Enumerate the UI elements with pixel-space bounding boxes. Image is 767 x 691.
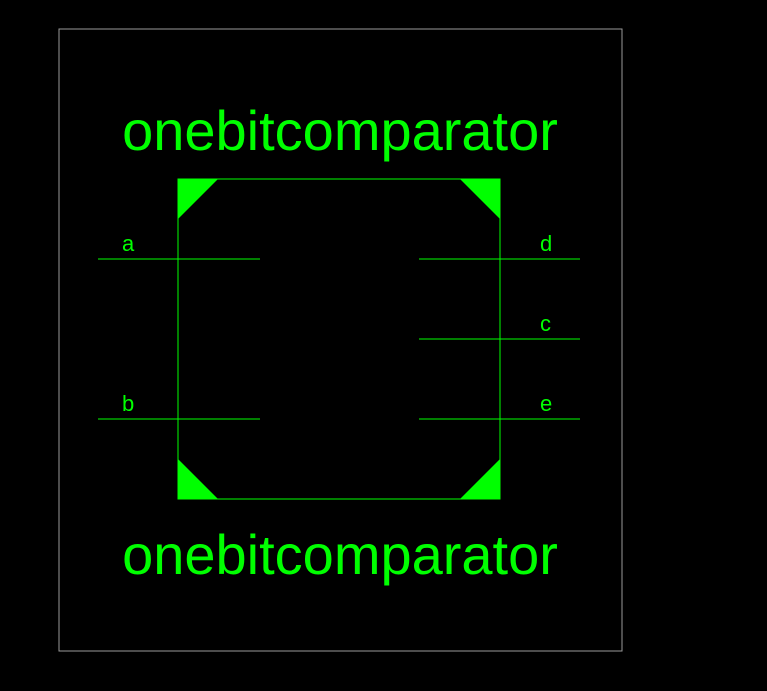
pin-label: d xyxy=(540,231,552,256)
pin-label: e xyxy=(540,391,552,416)
corner-marker-top-right xyxy=(460,179,500,219)
output-pin-e[interactable]: e xyxy=(419,391,580,420)
pin-label: c xyxy=(540,311,551,336)
cell-name: onebitcomparator xyxy=(122,523,558,586)
corner-marker-bottom-left xyxy=(178,459,218,499)
instance-name: onebitcomparator xyxy=(122,99,558,162)
corner-marker-top-left xyxy=(178,179,218,219)
component-body[interactable] xyxy=(177,178,501,500)
output-pin-c[interactable]: c xyxy=(419,311,580,340)
corner-marker-bottom-right xyxy=(460,459,500,499)
symbol-frame xyxy=(58,28,623,652)
pin-label: b xyxy=(122,391,134,416)
input-pin-a[interactable]: a xyxy=(98,231,260,260)
input-pin-b[interactable]: b xyxy=(98,391,260,420)
output-pin-d[interactable]: d xyxy=(419,231,580,260)
pin-label: a xyxy=(122,231,135,256)
